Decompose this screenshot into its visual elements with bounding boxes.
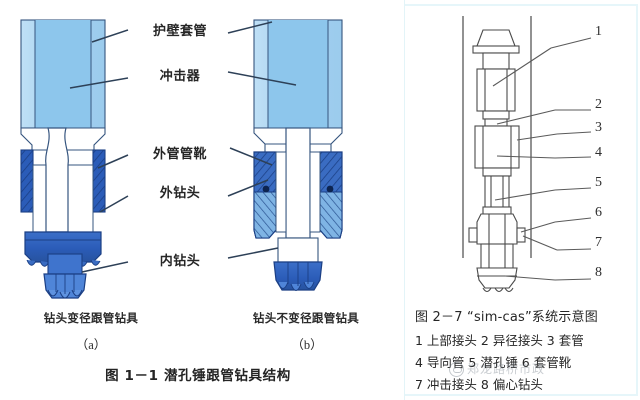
label-protective-casing: 护壁套管: [152, 24, 207, 39]
caption-assembly-b: 钻头不变径跟管钻具: [252, 311, 360, 325]
callout-number-8: 8: [595, 265, 602, 280]
label-outer-pipe-shoe: 外管管靴: [152, 147, 207, 162]
callout-number-3: 3: [595, 120, 602, 135]
callout-number-7: 7: [595, 235, 602, 250]
drill-assembly-a-drawing: [20, 19, 106, 299]
callout-number-1: 1: [595, 24, 602, 39]
label-down-the-hole-hammer: 冲击器: [159, 69, 201, 84]
label-inner-drill-bit: 内钻头: [159, 254, 201, 269]
left-figure-panel: 护壁套管 冲击器 外管管靴 外钻头 内钻头 钻头变径跟管钻具 钻头不变径跟管钻具…: [20, 19, 360, 384]
right-figure-title: 图 2－7 “sim-cas”系统示意图: [415, 310, 598, 325]
drill-assembly-b-drawing: [253, 19, 343, 291]
legend-line-2: 4 导向管 5 潜孔锤 6 套管靴: [415, 355, 572, 370]
left-figure-title: 图 1－1 潜孔锤跟管钻具结构: [105, 368, 291, 384]
subfigure-label-b: （b）: [291, 338, 323, 352]
legend-line-1: 1 上部接头 2 异径接头 3 套管: [415, 333, 584, 348]
callout-number-6: 6: [595, 205, 602, 220]
callout-number-4: 4: [595, 145, 602, 160]
subfigure-label-a: （a）: [75, 338, 107, 352]
label-outer-drill-bit: 外钻头: [159, 186, 201, 201]
right-figure-panel: 1 2 3 4 5 6 7 8 图 2－7 “sim-cas”系统示意图 1 上…: [404, 0, 640, 400]
legend-line-3: 7 冲击接头 8 偏心钻头: [415, 377, 543, 392]
caption-assembly-a: 钻头变径跟管钻具: [43, 311, 139, 325]
callout-number-2: 2: [595, 97, 602, 112]
simcas-system-drawing: [462, 16, 532, 293]
callout-number-5: 5: [595, 175, 602, 190]
panel-right-edge: [636, 4, 638, 396]
